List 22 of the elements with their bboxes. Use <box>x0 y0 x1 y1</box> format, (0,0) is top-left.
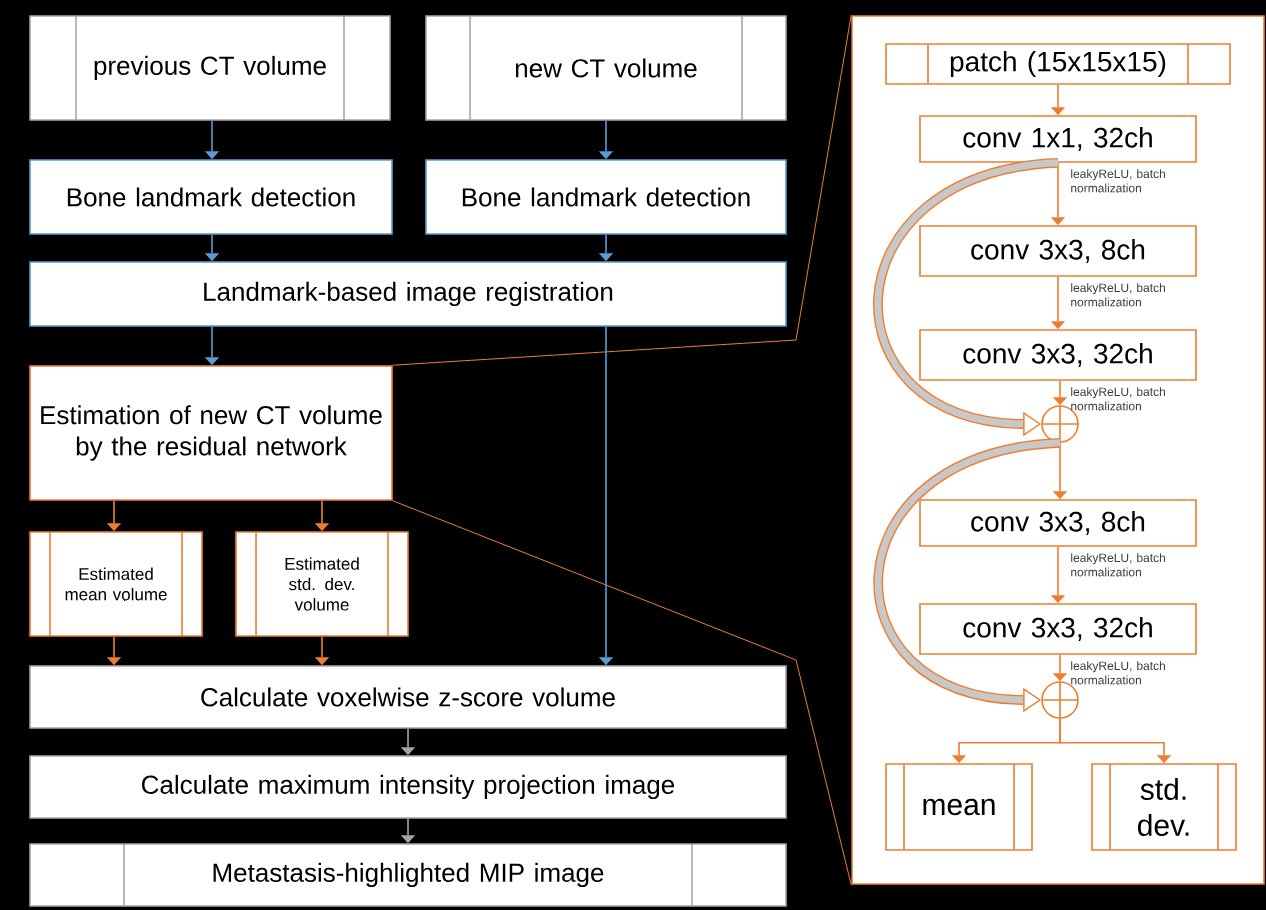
data-box: Metastasis-highlighted MIP image <box>29 843 787 907</box>
data-box: Estimated std. dev. volume <box>235 531 409 637</box>
data-box: Estimated mean volume <box>29 531 203 637</box>
layer-box: conv 3x3, 8ch <box>919 225 1197 277</box>
layer-box: conv 3x3, 32ch <box>919 603 1197 655</box>
layer-box: conv 1x1, 32ch <box>919 115 1197 163</box>
process-box: Bone landmark detection <box>29 159 393 235</box>
process-box: Estimation of new CT volume by the residual network <box>29 365 393 501</box>
process-box: Landmark-based image registration <box>29 261 787 327</box>
process-box: Calculate voxelwise z-score volume <box>29 665 787 729</box>
process-box: Calculate maximum intensity projection image <box>29 755 787 819</box>
sum-circle <box>1041 681 1079 719</box>
zoom-line <box>392 500 852 886</box>
output-box: mean <box>885 763 1033 851</box>
zoom-line <box>392 14 852 366</box>
process-box: Bone landmark detection <box>425 159 787 235</box>
data-box: patch (15x15x15) <box>885 43 1231 85</box>
layer-box: conv 3x3, 8ch <box>919 499 1197 547</box>
layer-box: conv 3x3, 32ch <box>919 329 1197 381</box>
data-box: new CT volume <box>425 15 787 121</box>
output-box: std. dev. <box>1091 763 1237 851</box>
data-box: previous CT volume <box>29 15 391 121</box>
